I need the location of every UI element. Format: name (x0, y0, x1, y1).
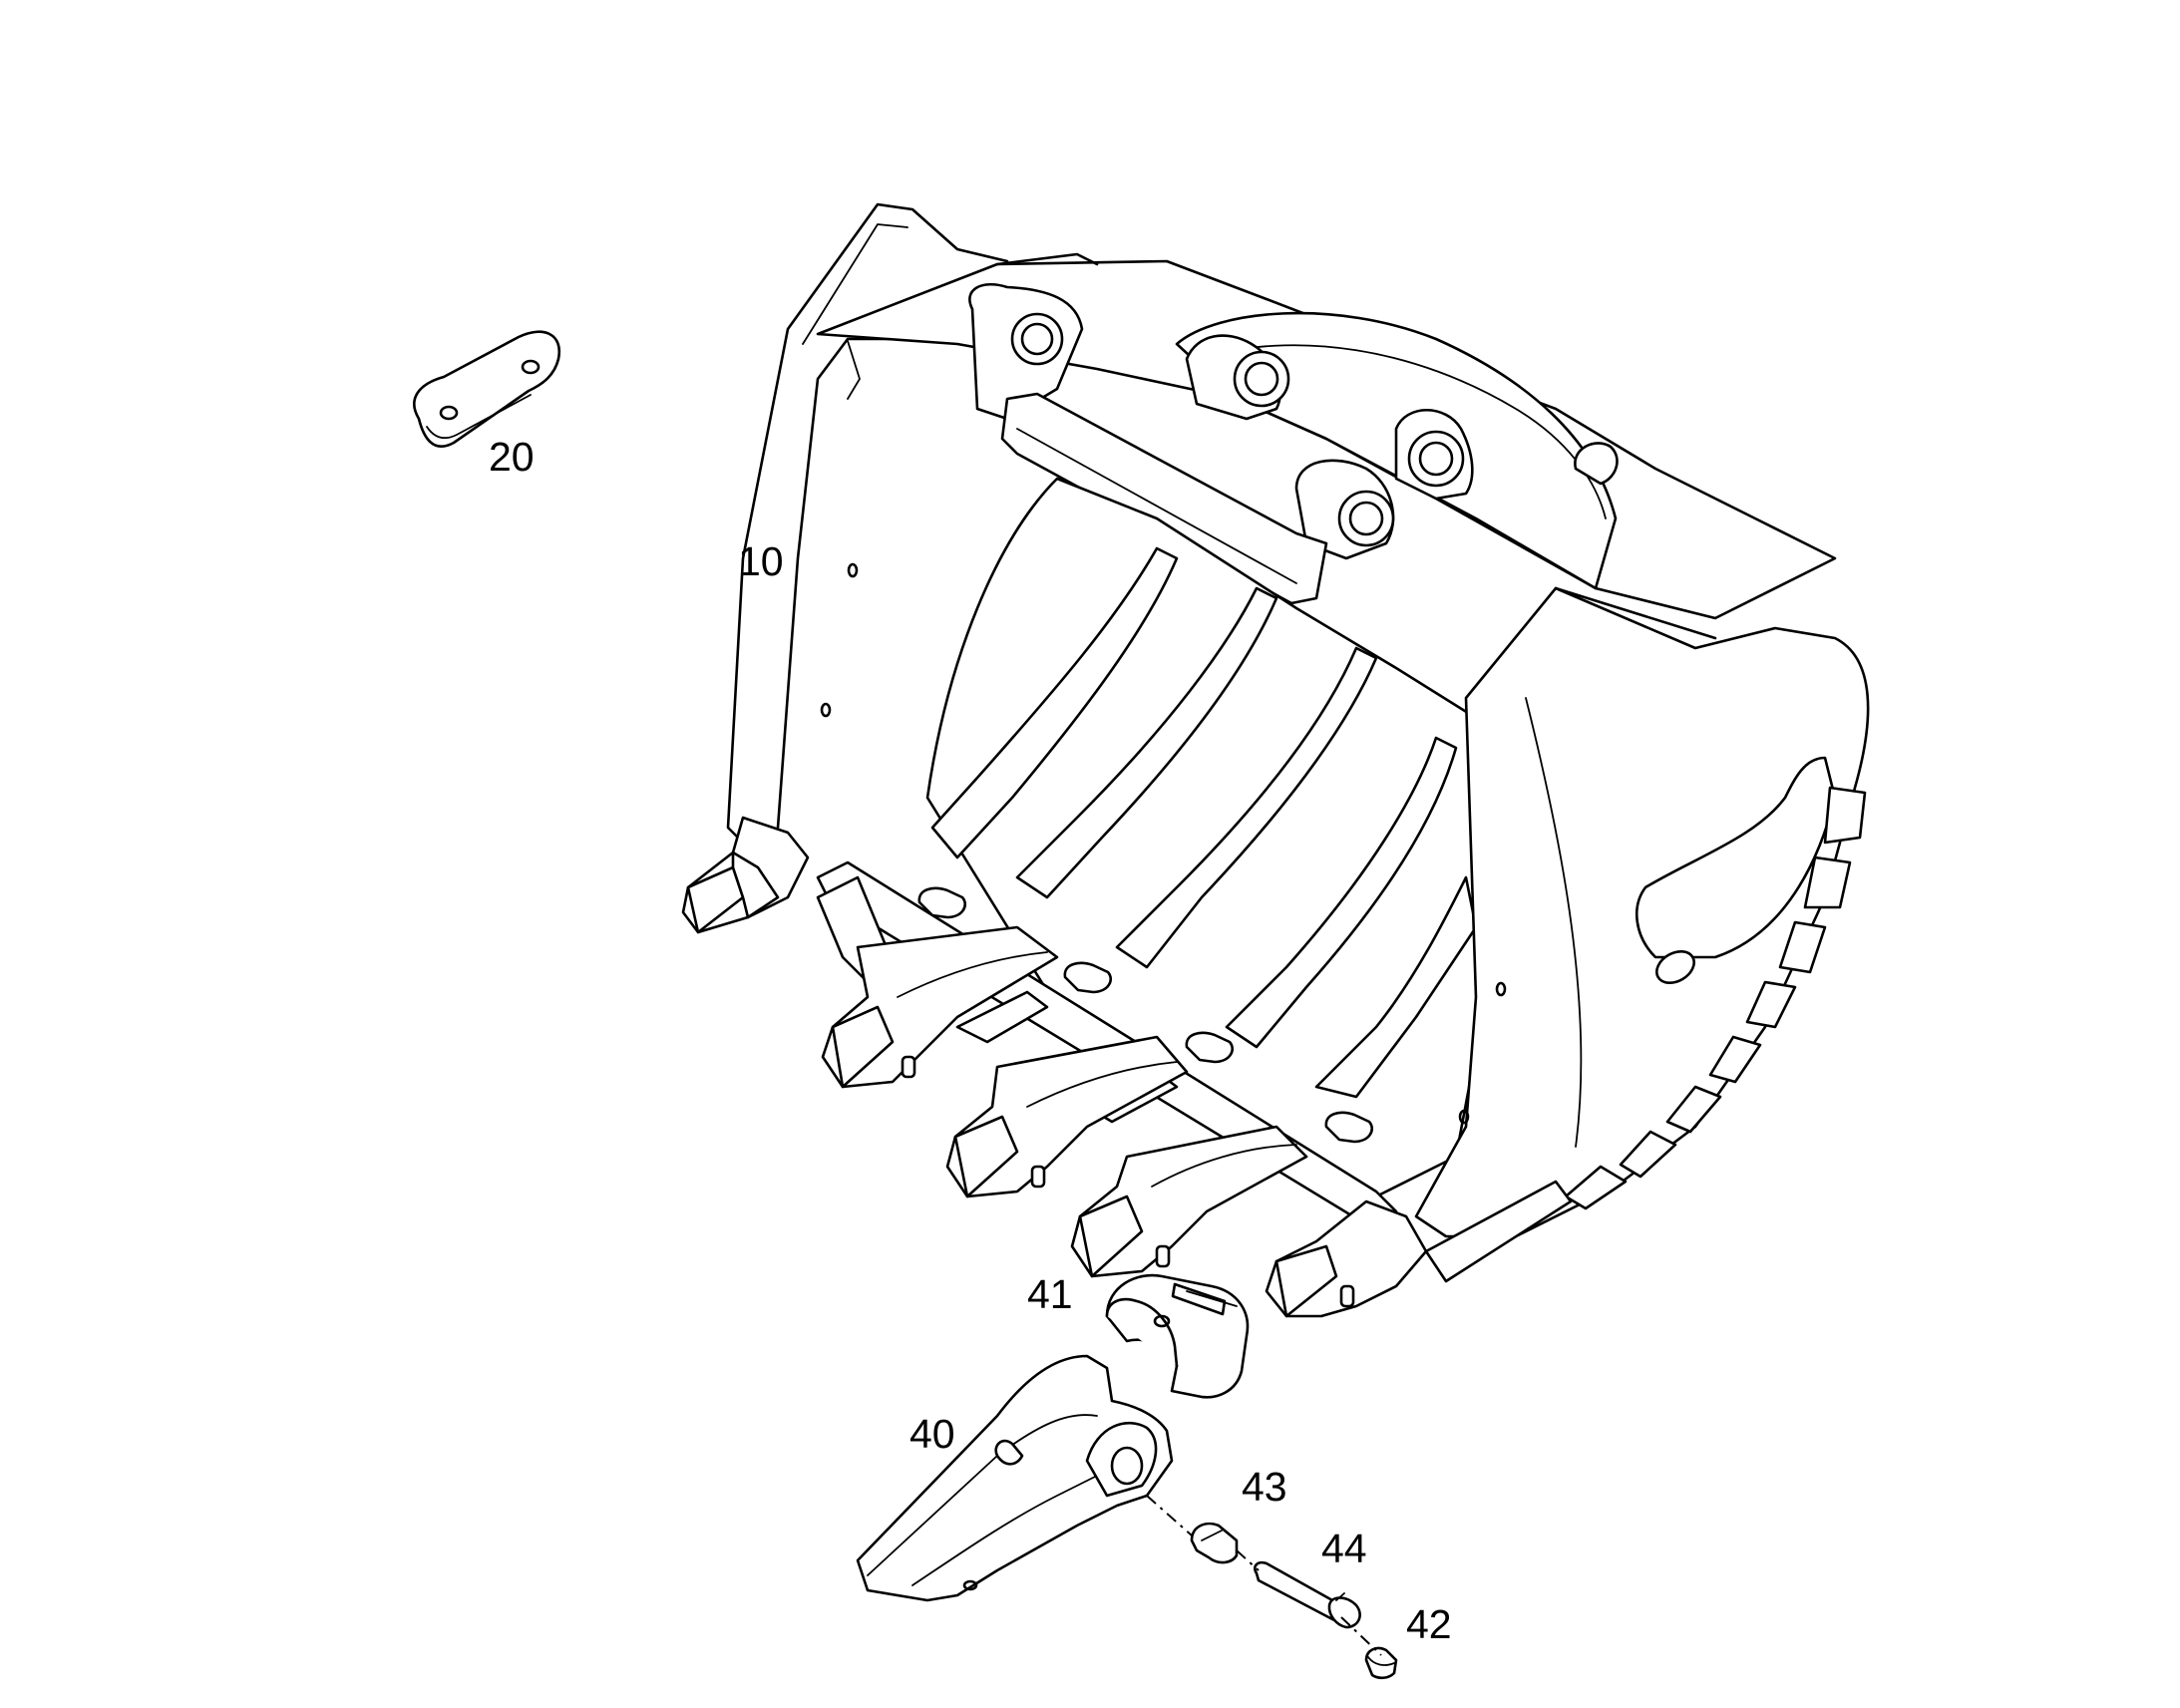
lip-adapter-slots (917, 886, 1374, 1144)
part-40-tooth[interactable] (856, 1354, 1174, 1602)
callout-20: 20 (489, 434, 535, 480)
bucket-tooth-3 (945, 1035, 1189, 1198)
callout-43: 43 (1242, 1464, 1287, 1510)
callout-40: 40 (909, 1411, 955, 1457)
bucket-tooth-1 (681, 816, 810, 934)
bucket-wear-strips (930, 546, 1478, 1099)
callout-42: 42 (1406, 1601, 1452, 1647)
callout-10: 10 (738, 538, 784, 584)
bucket-tooth-2 (821, 925, 1059, 1089)
assembly-axis-line (1146, 1495, 1382, 1656)
part-43-retainer[interactable] (1190, 1522, 1239, 1564)
part-42-plug[interactable] (1364, 1646, 1398, 1680)
part-41-adapter-cap[interactable] (1105, 1273, 1250, 1399)
callout-41: 41 (1027, 1271, 1073, 1317)
side-cutter-segments (1564, 786, 1867, 1210)
part-44-pin[interactable] (1254, 1560, 1361, 1629)
bucket-tooth-5 (1265, 1180, 1573, 1318)
callout-44: 44 (1321, 1526, 1367, 1571)
part-10-bucket[interactable] (681, 202, 1870, 1318)
bucket-tooth-4 (1070, 1125, 1308, 1278)
part-20-wear-plate[interactable] (413, 330, 561, 448)
